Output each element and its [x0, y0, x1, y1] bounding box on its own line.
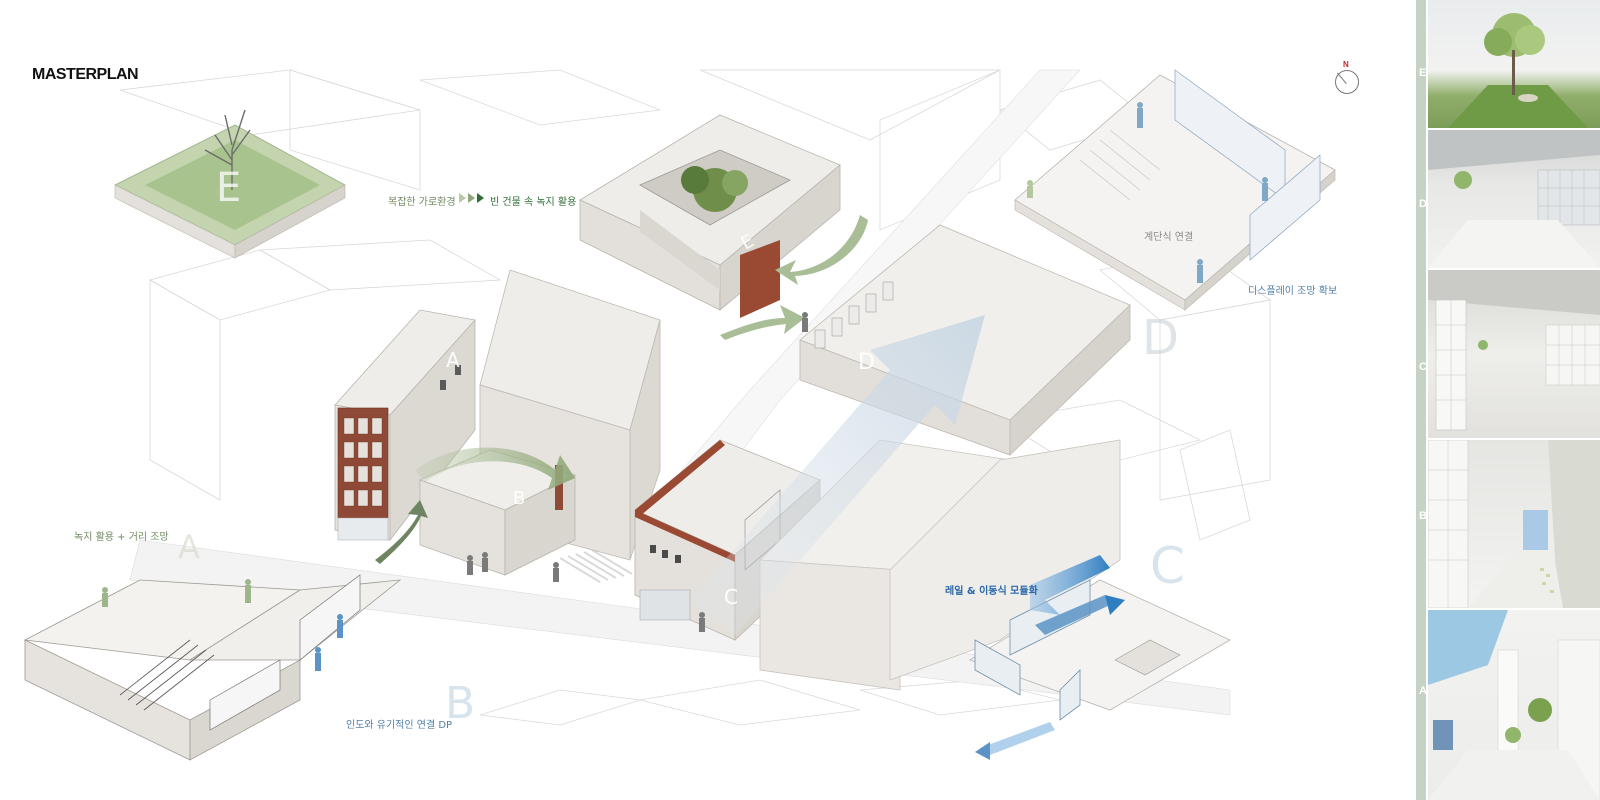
- render-panel-d: [1428, 130, 1600, 268]
- render-c-image: [1428, 270, 1600, 431]
- render-label-c: C: [1419, 361, 1427, 373]
- annotation-c: 레일 & 이동식 모듈화: [945, 586, 1038, 597]
- building-e: [579, 114, 841, 318]
- annotation-a: 녹지 활용 + 거리 조망: [74, 532, 169, 543]
- annotation-b: 인도와 유기적인 연결 DP: [346, 720, 453, 731]
- inset-d: [1014, 69, 1336, 311]
- annotation-e-before: 복잡한 가로환경: [388, 197, 456, 208]
- render-panel-b: [1428, 440, 1600, 608]
- render-panel-c: [1428, 270, 1600, 438]
- zone-letter-b-building: B: [513, 488, 526, 509]
- render-label-b: B: [1419, 510, 1427, 522]
- zone-letter-a-building: A: [446, 348, 460, 372]
- zone-letter-d-large: D: [1142, 310, 1179, 366]
- people-figures: [467, 312, 808, 632]
- zone-letter-d-building: D: [858, 350, 875, 375]
- flow-arrow-blue-large: [690, 315, 985, 635]
- inset-a: [23, 574, 402, 761]
- render-d-image: [1428, 130, 1600, 268]
- zone-letter-e-inset: E: [216, 165, 242, 211]
- inset-c: [969, 579, 1231, 721]
- building-c-neighbor: [759, 439, 1121, 691]
- zone-letter-c-large: C: [1150, 537, 1185, 595]
- zone-letter-a-large: A: [178, 528, 200, 566]
- side-panel-strip: [1416, 0, 1426, 800]
- transition-arrows: [459, 193, 484, 203]
- north-compass-icon: N: [1335, 60, 1359, 94]
- page-title: MASTERPLAN: [32, 66, 139, 83]
- rail-movement-arrows: [975, 555, 1125, 760]
- render-label-a: A: [1419, 685, 1427, 697]
- compass-north-label: N: [1343, 60, 1349, 69]
- annotation-d-stairs: 계단식 연결: [1144, 232, 1194, 243]
- inset-e: [114, 109, 346, 259]
- zone-letter-c-building: C: [724, 585, 738, 609]
- building-a: [334, 309, 476, 542]
- compass-ring: [1335, 70, 1359, 94]
- render-b-image: [1428, 440, 1600, 608]
- annotation-d-display: 디스플레이 조망 확보: [1248, 286, 1338, 297]
- flow-arrows-green: [375, 215, 868, 564]
- masterplan-drawing: [23, 69, 1336, 761]
- render-e-image: [1448, 13, 1588, 128]
- render-label-d: D: [1419, 198, 1427, 210]
- annotation-e-after: 빈 건물 속 녹지 활용: [490, 197, 577, 208]
- zone-letter-b-large: B: [445, 678, 476, 729]
- render-a-image: [1428, 610, 1600, 800]
- render-panel-e: [1428, 0, 1600, 128]
- render-label-e: E: [1419, 67, 1427, 79]
- render-panel-a: [1428, 610, 1600, 800]
- crosswalk: [559, 549, 633, 583]
